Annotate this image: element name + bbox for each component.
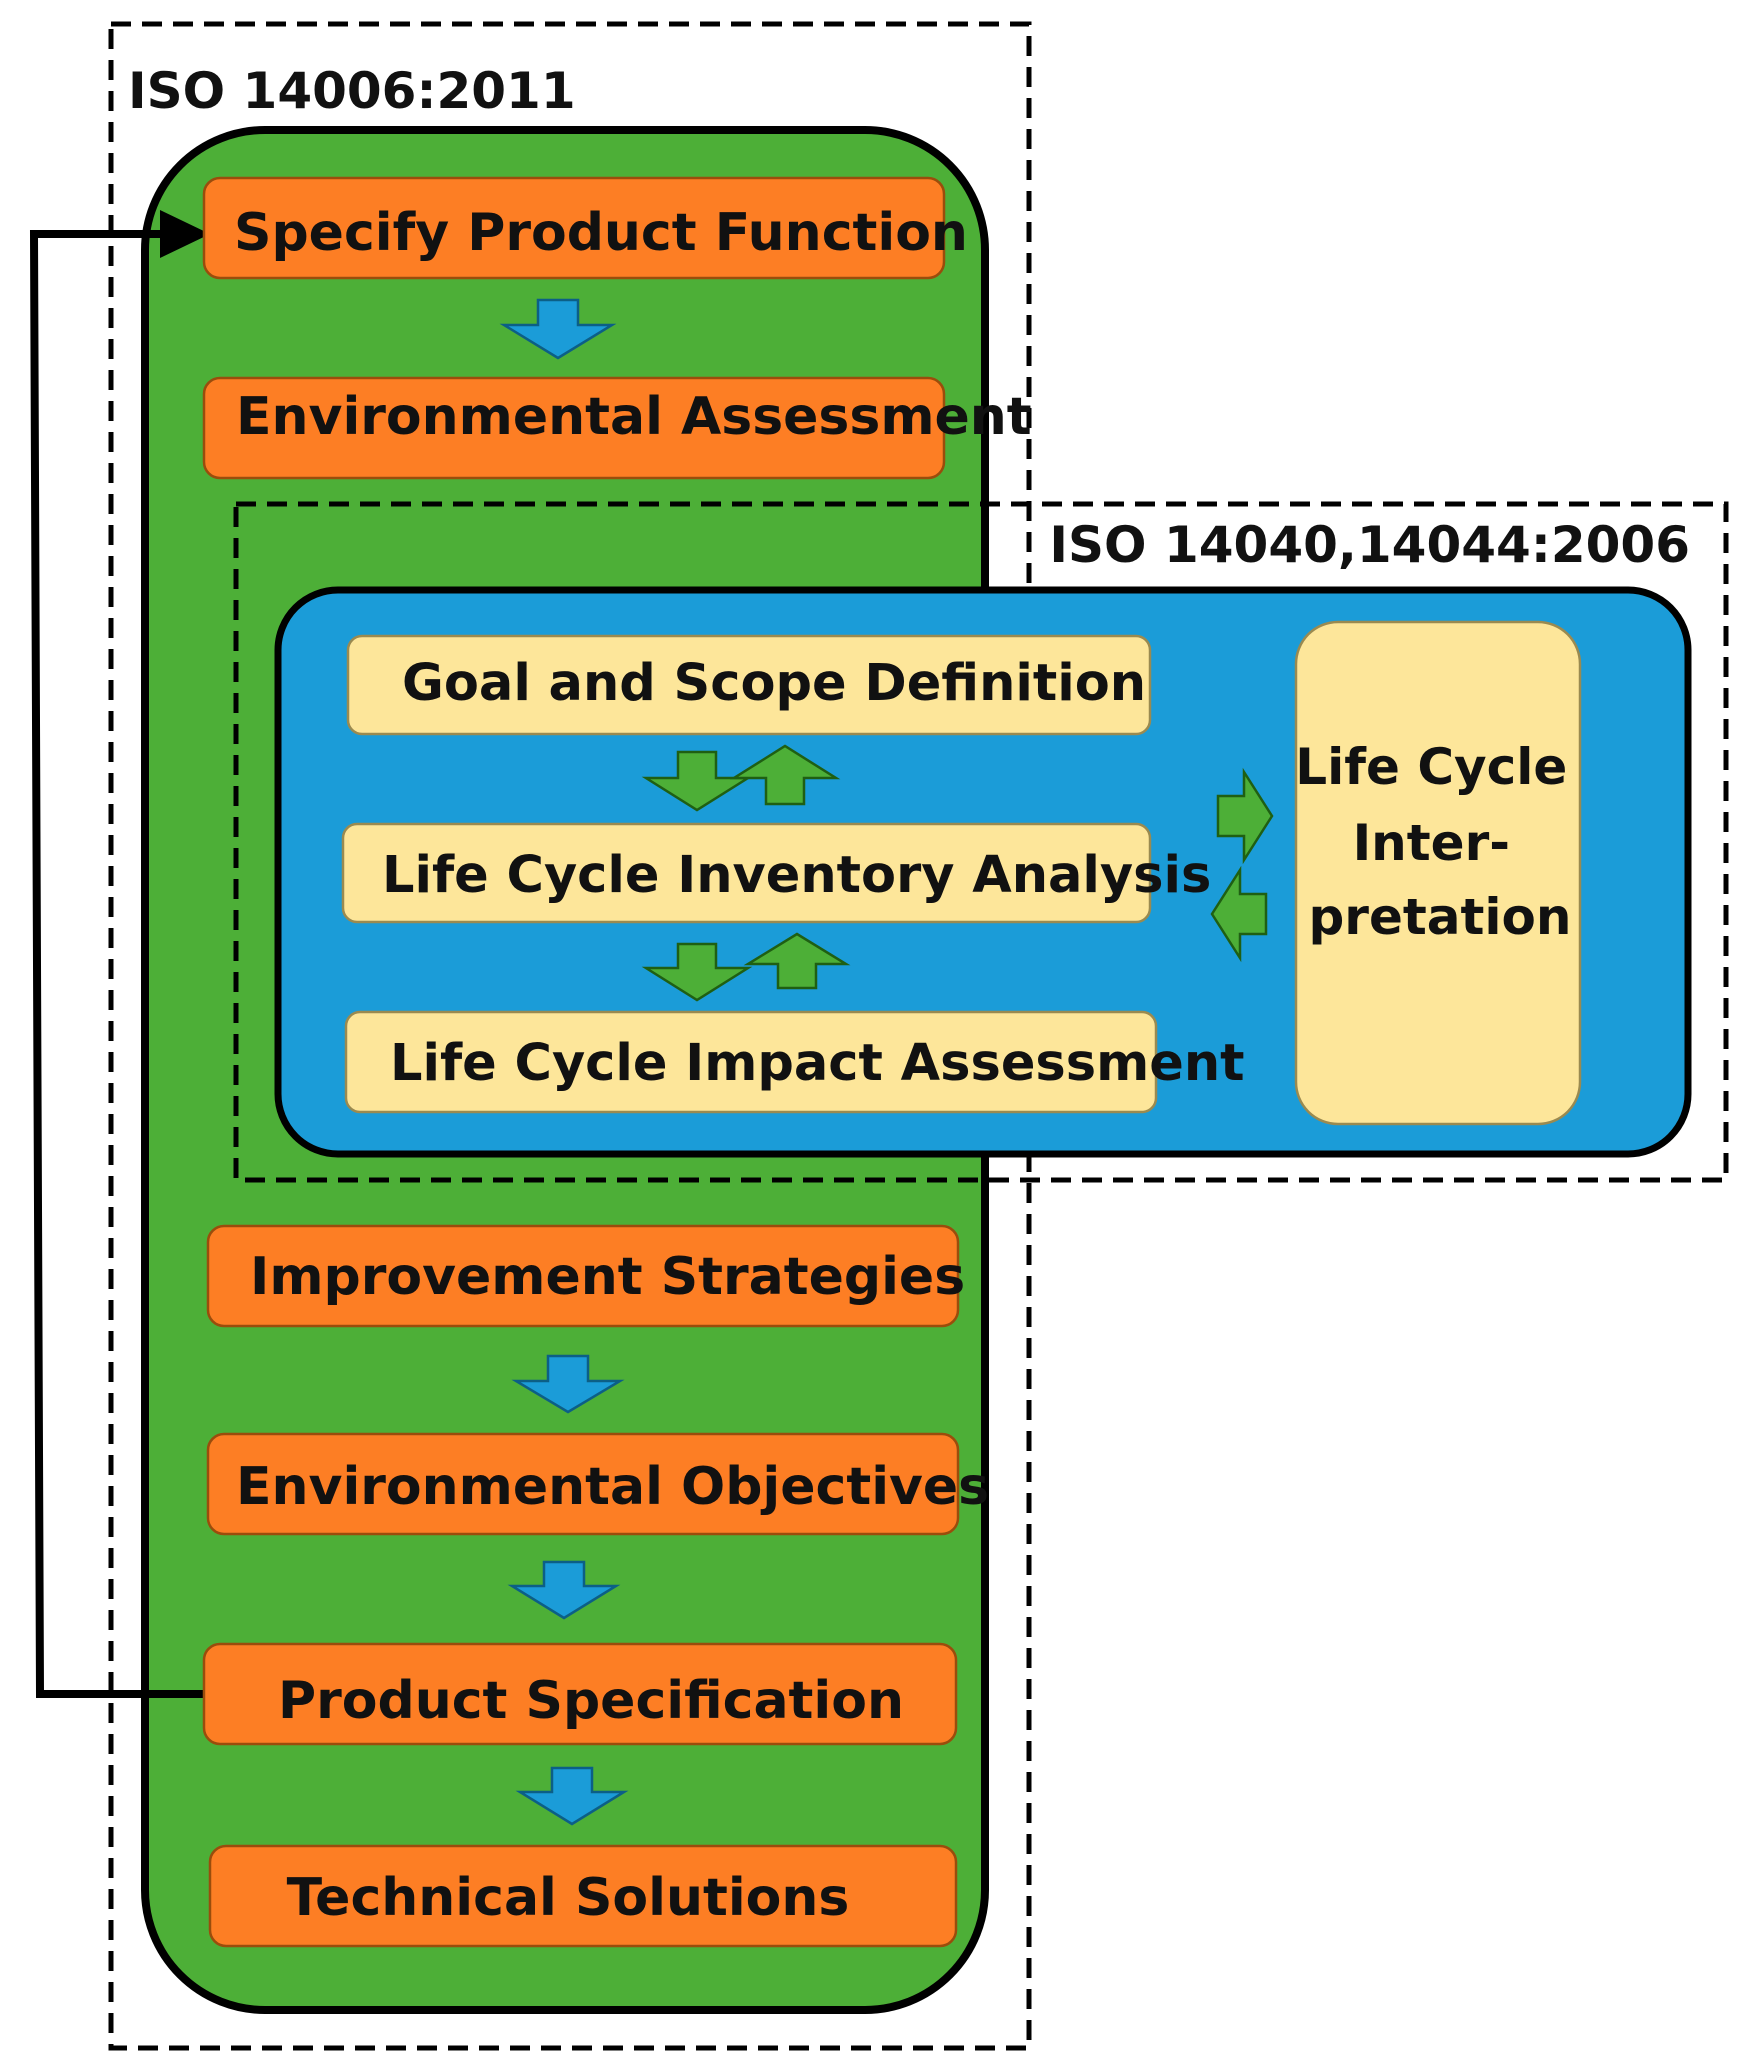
- interpretation-line-3: pretation: [1309, 888, 1572, 946]
- specify-product-function-label: Specify Product Function: [234, 203, 968, 263]
- specify-product-function-box: [202, 176, 946, 280]
- goal-scope-label: Goal and Scope Definition: [402, 654, 1146, 713]
- goal-scope-box: [346, 634, 1152, 736]
- environmental-objectives-label: Environmental Objectives: [236, 1457, 989, 1517]
- iso14040-boundary: [233, 501, 1729, 1183]
- up-arrow-icon: [729, 744, 841, 806]
- inventory-analysis-box: [341, 822, 1152, 924]
- down-arrow-icon: [515, 1766, 629, 1826]
- technical-solutions-box: [208, 1844, 958, 1948]
- product-specification-label: Product Specification: [278, 1671, 904, 1731]
- down-arrow-icon: [641, 750, 753, 812]
- feedback-loop-arrowhead-icon: [160, 210, 210, 258]
- interpretation-line-1: Life Cycle: [1295, 738, 1567, 796]
- down-arrow-icon: [507, 1560, 621, 1620]
- down-arrow-icon: [641, 942, 753, 1002]
- iso14040-label: ISO 14040,14044:2006: [1049, 516, 1690, 574]
- impact-assessment-label: Life Cycle Impact Assessment: [390, 1034, 1245, 1093]
- down-arrow-icon: [511, 1354, 625, 1414]
- feedback-loop-line: [29, 230, 206, 1698]
- iso14006-label: ISO 14006:2011: [128, 62, 576, 120]
- improvement-strategies-label: Improvement Strategies: [250, 1247, 965, 1307]
- improvement-strategies-box: [206, 1224, 960, 1328]
- impact-assessment-box: [344, 1010, 1158, 1114]
- product-specification-box: [202, 1642, 958, 1746]
- inventory-analysis-label: Life Cycle Inventory Analysis: [382, 846, 1211, 905]
- down-arrow-icon: [499, 298, 617, 360]
- environmental-assessment-label: Environmental Assessment: [236, 387, 1032, 447]
- right-arrow-icon: [1216, 767, 1274, 865]
- technical-solutions-label: Technical Solutions: [287, 1868, 850, 1928]
- environmental-assessment-box: [202, 376, 946, 480]
- interpretation-line-2: Inter-: [1353, 814, 1510, 872]
- up-arrow-icon: [743, 932, 851, 990]
- environmental-objectives-box: [206, 1432, 960, 1536]
- interpretation-label: Life Cycle Inter- pretation: [1295, 738, 1584, 946]
- left-arrow-icon: [1210, 865, 1268, 963]
- interpretation-box: [1294, 620, 1582, 1126]
